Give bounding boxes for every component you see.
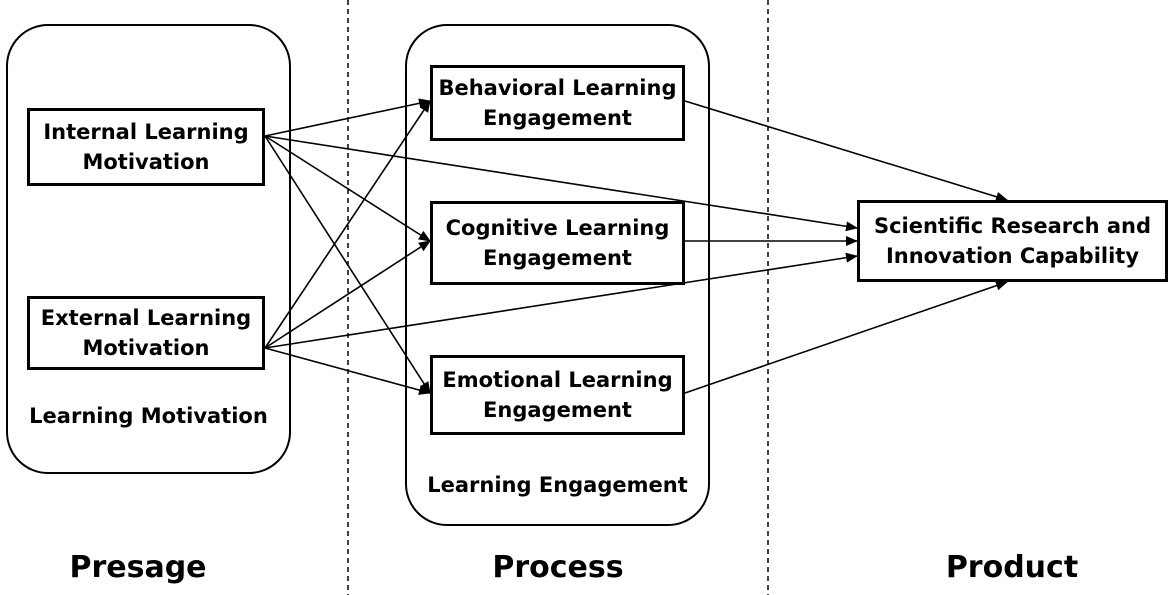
- edge-external-to-emotional: [264, 347, 431, 395]
- edge-external-to-capability: [264, 252, 858, 349]
- edge-internal-to-behavioral: [264, 98, 431, 137]
- node-emotional-learning-engagement: Emotional Learning Engagement: [430, 355, 685, 435]
- edge-internal-to-emotional: [264, 135, 431, 394]
- node-behavioral-learning-engagement: Behavioral Learning Engagement: [430, 65, 685, 141]
- stage-label-product: Product: [945, 550, 1079, 585]
- node-external-learning-motivation: External Learning Motivation: [27, 296, 265, 370]
- edge-emotional-to-capability: [684, 280, 1008, 394]
- stage-label-process: Process: [492, 550, 624, 585]
- learning-engagement-label: Learning Engagement: [427, 473, 688, 497]
- learning-motivation-label: Learning Motivation: [29, 404, 268, 428]
- node-internal-learning-motivation: Internal Learning Motivation: [27, 108, 265, 186]
- edge-internal-to-cognitive: [264, 135, 431, 242]
- stage-label-presage: Presage: [69, 550, 207, 585]
- node-scientific-research-capability: Scientific Research and Innovation Capab…: [857, 200, 1168, 282]
- edge-behavioral-to-capability: [684, 100, 1008, 202]
- edge-external-to-cognitive: [264, 240, 431, 349]
- edge-internal-to-capability: [264, 135, 858, 232]
- learning-motivation-group: [6, 24, 291, 474]
- edge-external-to-behavioral: [264, 100, 431, 349]
- learning-engagement-group: [405, 24, 710, 526]
- node-cognitive-learning-engagement: Cognitive Learning Engagement: [430, 201, 685, 285]
